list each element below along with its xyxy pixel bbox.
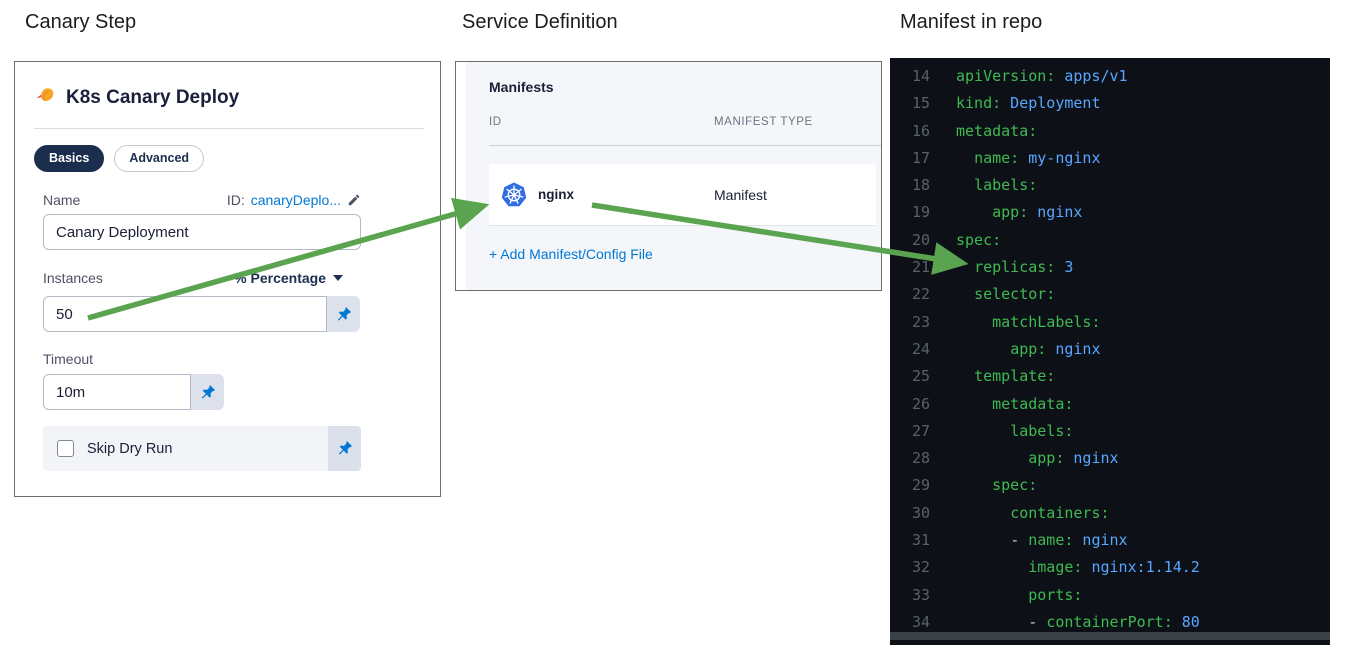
- manifest-row-nginx[interactable]: nginx Manifest: [489, 164, 876, 226]
- timeout-label: Timeout: [43, 351, 94, 367]
- code-line-28: 28 app: nginx: [911, 449, 1119, 468]
- code-line-27: 27 labels:: [911, 421, 1074, 440]
- skip-dry-run-label: Skip Dry Run: [87, 440, 173, 457]
- timeout-pin-button[interactable]: [191, 374, 224, 410]
- instances-unit-value: % Percentage: [234, 270, 326, 286]
- code-line-29: 29 spec:: [911, 476, 1038, 495]
- code-line-18: 18 labels:: [911, 176, 1038, 195]
- code-line-30: 30 containers:: [911, 503, 1110, 522]
- skip-dry-run-pin-button[interactable]: [328, 426, 361, 471]
- instances-input[interactable]: [43, 296, 327, 332]
- code-line-26: 26 metadata:: [911, 394, 1074, 413]
- manifest-in-repo-title: Manifest in repo: [900, 11, 1043, 33]
- code-line-25: 25 template:: [911, 367, 1056, 386]
- code-line-33: 33 ports:: [911, 585, 1083, 604]
- instances-label: Instances: [43, 270, 103, 286]
- horizontal-scrollbar[interactable]: [890, 632, 1330, 640]
- manifests-heading: Manifests: [489, 79, 554, 95]
- step-id-prefix: ID:: [226, 192, 245, 208]
- manifest-type-value: Manifest: [714, 186, 767, 203]
- skip-dry-run-row: Skip Dry Run: [43, 426, 361, 471]
- step-title: K8s Canary Deploy: [66, 86, 240, 108]
- instances-pin-button[interactable]: [327, 296, 360, 332]
- kubernetes-icon: [501, 182, 527, 208]
- edit-pencil-icon[interactable]: [347, 193, 361, 207]
- column-header-id: ID: [489, 116, 502, 128]
- code-line-32: 32 image: nginx:1.14.2: [911, 558, 1200, 577]
- tab-advanced[interactable]: Advanced: [114, 145, 205, 172]
- code-line-24: 24 app: nginx: [911, 339, 1101, 358]
- pushpin-icon: [199, 384, 216, 401]
- code-line-34: 34 - containerPort: 80: [911, 612, 1200, 631]
- timeout-input[interactable]: [43, 374, 191, 410]
- chevron-down-icon: [333, 275, 343, 281]
- pushpin-icon: [336, 440, 353, 457]
- pushpin-icon: [335, 306, 352, 323]
- code-line-31: 31 - name: nginx: [911, 531, 1128, 550]
- header-divider: [34, 128, 424, 129]
- step-id-link[interactable]: canaryDeplo...: [250, 192, 341, 208]
- name-label: Name: [43, 192, 81, 208]
- code-line-21: 21 replicas: 3: [911, 258, 1074, 277]
- code-line-23: 23 matchLabels:: [911, 312, 1101, 331]
- tab-basics[interactable]: Basics: [34, 145, 105, 172]
- manifests-section: Manifests ID MANIFEST TYPE nginx: [466, 62, 881, 290]
- step-tabs: Basics Advanced: [34, 145, 205, 172]
- add-manifest-link[interactable]: + Add Manifest/Config File: [489, 246, 653, 262]
- canary-step-panel: K8s Canary Deploy Basics Advanced Name I…: [14, 61, 441, 497]
- canary-step-title: Canary Step: [25, 11, 137, 33]
- service-definition-title: Service Definition: [462, 11, 618, 33]
- skip-dry-run-checkbox[interactable]: [57, 440, 74, 457]
- code-line-19: 19 app: nginx: [911, 203, 1083, 222]
- code-line-22: 22 selector:: [911, 285, 1056, 304]
- code-line-17: 17 name: my-nginx: [911, 148, 1101, 167]
- instances-unit-dropdown[interactable]: % Percentage: [234, 270, 343, 286]
- column-header-manifest-type: MANIFEST TYPE: [714, 116, 813, 128]
- service-definition-panel: Manifests ID MANIFEST TYPE nginx: [455, 61, 882, 291]
- canary-bird-icon: [34, 84, 56, 111]
- step-header: K8s Canary Deploy: [34, 84, 239, 111]
- manifest-id-value: nginx: [538, 187, 574, 202]
- name-input[interactable]: [43, 214, 361, 250]
- table-header-divider: [489, 145, 881, 146]
